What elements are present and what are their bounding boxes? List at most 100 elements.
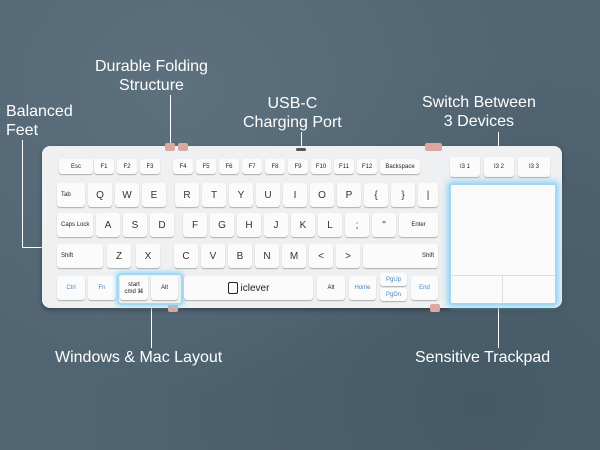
key-label: Ctrl <box>66 285 76 291</box>
key-f6[interactable]: F6 <box>219 159 239 174</box>
key-p[interactable]: P <box>337 183 361 207</box>
key-r[interactable]: R <box>175 183 199 207</box>
key-c[interactable]: C <box>174 244 198 268</box>
key-ctrl[interactable]: Ctrl <box>57 276 85 300</box>
key-f1[interactable]: F1 <box>94 159 114 174</box>
key-label: F <box>191 219 199 231</box>
key-label: F8 <box>271 163 279 170</box>
key-label: F3 <box>146 163 154 170</box>
label-line: USB-C <box>267 95 318 112</box>
key-label: W <box>122 189 132 201</box>
key-f2[interactable]: F2 <box>117 159 137 174</box>
key-label: U <box>264 189 272 201</box>
label-line: Charging Port <box>243 114 342 131</box>
key-label: Ι3 2 <box>493 164 504 170</box>
key-label: G <box>218 219 226 231</box>
key-label: J <box>273 219 279 231</box>
key-k[interactable]: K <box>291 213 315 237</box>
key-label: < <box>318 250 324 262</box>
device-key-1[interactable]: Ι3 1 <box>450 157 480 177</box>
device-key-3[interactable]: Ι3 3 <box>518 157 550 177</box>
key-enter[interactable]: Enter <box>399 213 438 237</box>
key-e[interactable]: E <box>142 183 166 207</box>
key-d[interactable]: D <box>150 213 174 237</box>
key-label: > <box>345 250 351 262</box>
key-j[interactable]: J <box>264 213 288 237</box>
key-caps-lock[interactable]: Caps Lock <box>57 213 93 237</box>
key-home[interactable]: Home <box>349 276 376 300</box>
key-q[interactable]: Q <box>88 183 112 207</box>
hinge-icon <box>165 143 175 151</box>
key-backspace[interactable]: Backspace <box>380 159 420 174</box>
key-m[interactable]: M <box>282 244 306 268</box>
key-pipe[interactable]: | <box>418 183 438 207</box>
key-f9[interactable]: F9 <box>288 159 308 174</box>
key-x[interactable]: X <box>136 244 160 268</box>
key-label: F4 <box>179 163 187 170</box>
key-label: { <box>374 189 378 201</box>
key-period[interactable]: > <box>336 244 360 268</box>
key-f7[interactable]: F7 <box>242 159 262 174</box>
key-shift-left[interactable]: Shift <box>57 244 103 268</box>
key-f4[interactable]: F4 <box>173 159 193 174</box>
key-alt[interactable]: Alt <box>151 276 178 300</box>
key-quote[interactable]: " <box>372 213 396 237</box>
label-line: 3 Devices <box>443 113 515 130</box>
key-shift-right[interactable]: Shift <box>363 244 438 268</box>
key-pgdn[interactable]: PgDn <box>380 288 407 301</box>
key-f8[interactable]: F8 <box>265 159 285 174</box>
key-label: F6 <box>225 163 233 170</box>
key-n[interactable]: N <box>255 244 279 268</box>
key-label: P <box>345 189 353 201</box>
key-label: B <box>236 250 244 262</box>
trackpad[interactable] <box>449 183 557 305</box>
key-v[interactable]: V <box>201 244 225 268</box>
key-f11[interactable]: F11 <box>334 159 354 174</box>
key-f12[interactable]: F12 <box>357 159 377 174</box>
key-f3[interactable]: F3 <box>140 159 160 174</box>
key-a[interactable]: A <box>96 213 120 237</box>
key-g[interactable]: G <box>210 213 234 237</box>
hinge-icon <box>168 304 178 312</box>
label-folding-structure: Durable Folding Structure <box>95 57 208 95</box>
key-i[interactable]: I <box>283 183 307 207</box>
key-w[interactable]: W <box>115 183 139 207</box>
key-y[interactable]: Y <box>229 183 253 207</box>
key-t[interactable]: T <box>202 183 226 207</box>
key-label: F1 <box>100 163 108 170</box>
key-label: Y <box>237 189 245 201</box>
key-label: A <box>104 219 112 231</box>
key-label: } <box>401 189 405 201</box>
key-semicolon[interactable]: ; <box>345 213 369 237</box>
key-esc[interactable]: Esc <box>59 159 93 174</box>
key-comma[interactable]: < <box>309 244 333 268</box>
key-u[interactable]: U <box>256 183 280 207</box>
key-label: Home <box>354 285 371 291</box>
key-o[interactable]: O <box>310 183 334 207</box>
key-h[interactable]: H <box>237 213 261 237</box>
device-key-2[interactable]: Ι3 2 <box>484 157 514 177</box>
space-key[interactable]: iclever <box>184 276 313 300</box>
label-line: Balanced <box>6 103 73 120</box>
key-z[interactable]: Z <box>107 244 131 268</box>
key-label: Esc <box>70 163 81 170</box>
key-fn[interactable]: Fn <box>88 276 116 300</box>
key-b[interactable]: B <box>228 244 252 268</box>
key-pgup[interactable]: PgUp <box>380 273 407 286</box>
key-start-cmd[interactable]: start cmd ⌘ <box>120 276 148 300</box>
key-f[interactable]: F <box>183 213 207 237</box>
key-f10[interactable]: F10 <box>311 159 331 174</box>
label-windows-mac: Windows & Mac Layout <box>55 349 223 366</box>
key-l[interactable]: L <box>318 213 342 237</box>
trackpad-divider <box>451 275 555 276</box>
key-s[interactable]: S <box>123 213 147 237</box>
key-label: T <box>210 189 218 201</box>
key-bracket[interactable]: { <box>364 183 388 207</box>
key-bracket-right[interactable]: } <box>391 183 415 207</box>
key-end[interactable]: End <box>411 276 438 300</box>
key-tab[interactable]: Tab <box>57 183 85 207</box>
key-alt-right[interactable]: Alt <box>317 276 345 300</box>
leader-feet-h <box>22 247 42 248</box>
key-f5[interactable]: F5 <box>196 159 216 174</box>
label-line: Feet <box>6 122 39 139</box>
